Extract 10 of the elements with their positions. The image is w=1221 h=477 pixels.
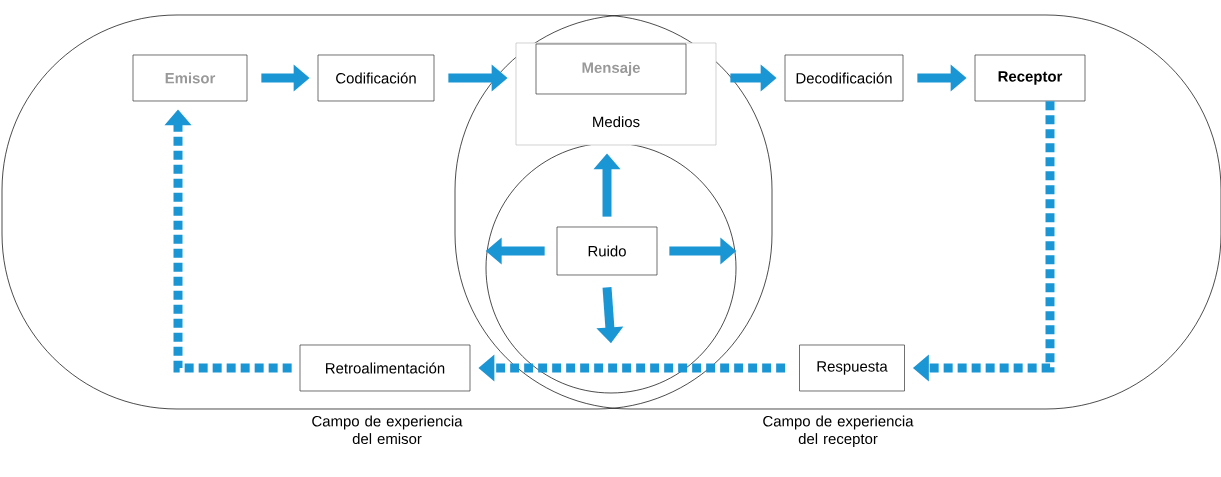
process-box: Codificación (317, 54, 435, 102)
process-box: Decodificación (784, 54, 904, 102)
process-box: Retroalimentación (299, 344, 471, 392)
process-box: Respuesta (799, 344, 905, 392)
process-box: Ruido (556, 226, 658, 276)
process-box: Mensaje (535, 43, 687, 95)
process-box: Emisor (132, 54, 248, 102)
node-label: Campo de experiencia del emisor (312, 415, 463, 445)
node-label: Campo de experiencia del receptor (763, 415, 914, 448)
process-box: Receptor (974, 54, 1086, 102)
